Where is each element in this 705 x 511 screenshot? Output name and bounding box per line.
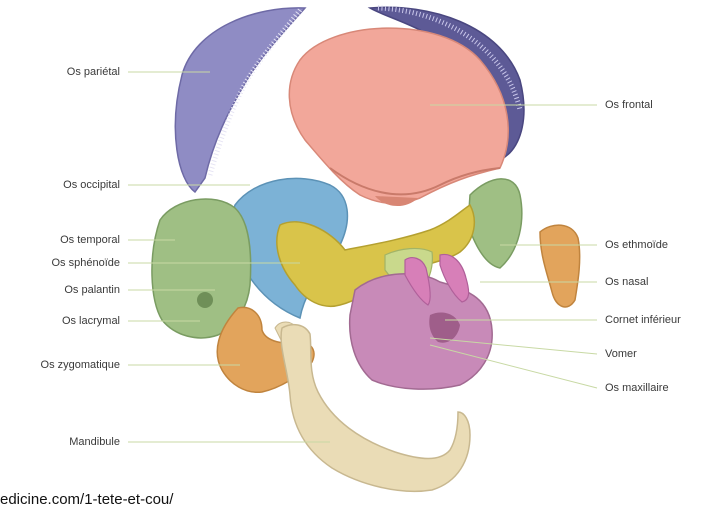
leader-line-maxilla <box>429 344 598 389</box>
label-lacrimal: Os lacrymal <box>61 315 120 327</box>
label-nasal: Os nasal <box>605 276 649 288</box>
leader-lines <box>128 71 598 443</box>
label-frontal: Os frontal <box>605 99 653 111</box>
leader-line-vomer <box>429 337 598 355</box>
temporal-bone-right-shape <box>467 178 523 269</box>
label-mandible: Mandibule <box>69 436 120 448</box>
label-maxilla: Os maxillaire <box>605 382 669 394</box>
label-palatine: Os palantin <box>64 284 120 296</box>
label-temporal: Os temporal <box>60 234 120 246</box>
label-zygomatic: Os zygomatique <box>40 359 120 371</box>
sphenoid-bone-shape <box>276 203 476 307</box>
label-sphenoid: Os sphénoïde <box>51 257 121 269</box>
label-ethmoid: Os ethmoïde <box>605 239 668 251</box>
label-vomer: Vomer <box>605 348 637 360</box>
frontal-bone-shape <box>288 27 509 207</box>
label-parietal: Os pariétal <box>66 66 120 78</box>
source-url-text: edicine.com/1-tete-et-cou/ <box>0 491 174 508</box>
mandible-bone-shape <box>280 323 471 493</box>
label-occipital: Os occipital <box>63 179 120 191</box>
label-inferior-concha: Cornet inférieur <box>605 314 681 326</box>
maxilla-bone-shape <box>348 253 493 390</box>
